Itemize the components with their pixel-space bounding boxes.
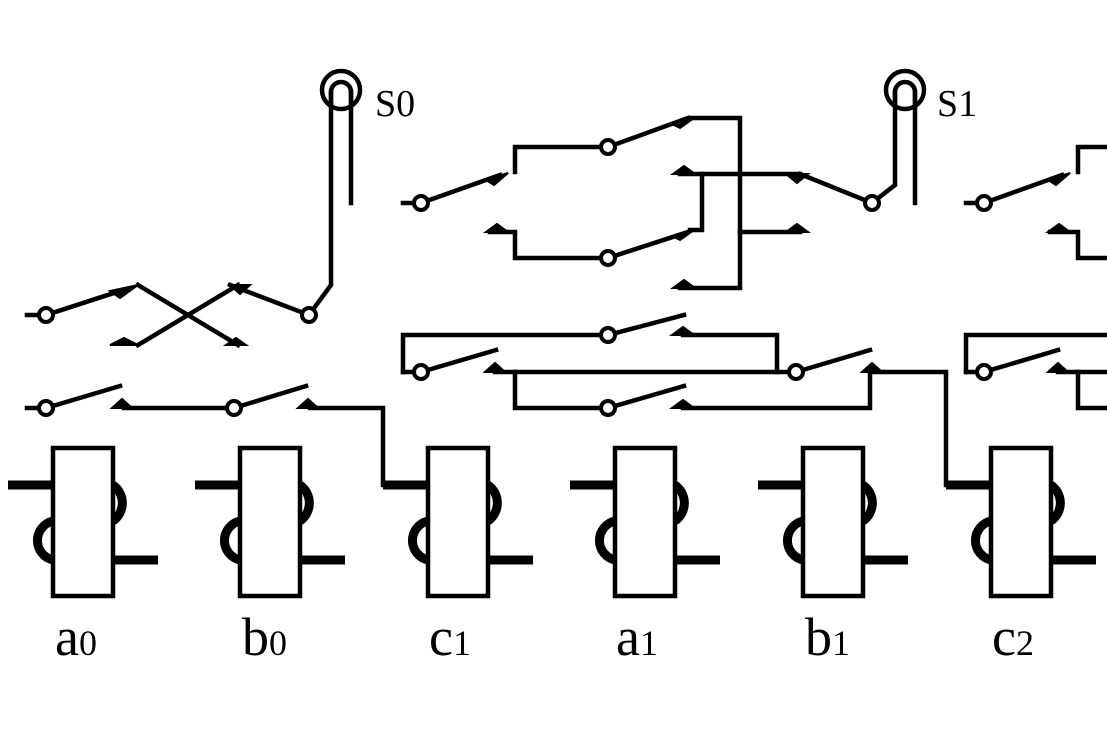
relay-coil-a0 bbox=[8, 445, 158, 599]
relay-label-b0: b0 bbox=[242, 607, 287, 667]
relay-coil-b1 bbox=[758, 445, 908, 599]
output-label-s0: S0 bbox=[375, 83, 415, 125]
stage-2-partial-network bbox=[963, 144, 1107, 411]
relay-label-a0: a0 bbox=[55, 607, 97, 667]
relay-label-b1: b1 bbox=[805, 607, 850, 667]
relay-label-c1: c1 bbox=[429, 607, 471, 667]
relay-coils bbox=[8, 445, 1096, 599]
relay-coil-a1 bbox=[570, 445, 720, 599]
relay-label-c2: c2 bbox=[992, 607, 1034, 667]
relay-coil-c2 bbox=[946, 445, 1096, 599]
s0-switch-network bbox=[24, 281, 318, 349]
relay-coil-c1 bbox=[383, 445, 533, 599]
output-terminal-s0 bbox=[305, 68, 363, 319]
relay-labels: a0 b0 c1 a1 b1 c2 bbox=[55, 607, 1034, 667]
relay-coil-b0 bbox=[195, 445, 345, 599]
s1-switch-network bbox=[400, 115, 881, 291]
relay-label-a1: a1 bbox=[616, 607, 658, 667]
output-terminal-s1 bbox=[868, 68, 927, 207]
carry-chain-stage-1 bbox=[400, 312, 993, 488]
output-label-s1: S1 bbox=[937, 83, 977, 125]
